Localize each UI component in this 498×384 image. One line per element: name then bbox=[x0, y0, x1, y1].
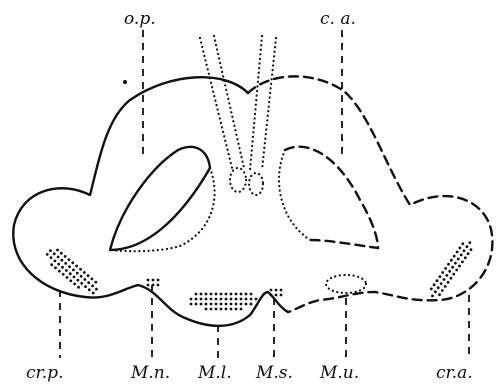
outer-outline-right bbox=[246, 75, 494, 314]
label-ms: M.s. bbox=[255, 363, 293, 383]
stipple-mu bbox=[324, 273, 368, 295]
label-mu: M.u. bbox=[319, 363, 359, 383]
label-ca: c. a. bbox=[320, 9, 356, 29]
label-op: o.p. bbox=[124, 9, 156, 29]
outer-outline-left bbox=[12, 76, 290, 328]
nerve-tract-left-inner bbox=[212, 34, 246, 170]
label-ml: M.l. bbox=[197, 363, 232, 383]
nerve-tract-left-outer bbox=[198, 36, 234, 170]
label-cra: cr.a. bbox=[436, 363, 473, 383]
label-crp: cr.p. bbox=[26, 363, 63, 383]
nerve-tract-right-outer bbox=[260, 36, 278, 172]
stipple-ml bbox=[189, 292, 258, 311]
stipple-ms bbox=[269, 288, 283, 297]
nerve-tract-right-inner bbox=[248, 34, 264, 172]
stipple-mn bbox=[146, 278, 160, 287]
stipple-crp bbox=[45, 248, 98, 295]
inner-cavity-right bbox=[283, 145, 380, 250]
central-nucleus-right bbox=[247, 171, 265, 197]
label-mn: M.n. bbox=[130, 363, 170, 383]
inner-cavity-left-dotted bbox=[108, 166, 216, 253]
central-nucleus-left bbox=[228, 166, 248, 194]
inner-cavity-left bbox=[108, 145, 212, 252]
stipple-cra bbox=[429, 241, 473, 298]
inner-cavity-right-dotted bbox=[277, 148, 312, 242]
stray-dot-mark bbox=[123, 80, 127, 84]
